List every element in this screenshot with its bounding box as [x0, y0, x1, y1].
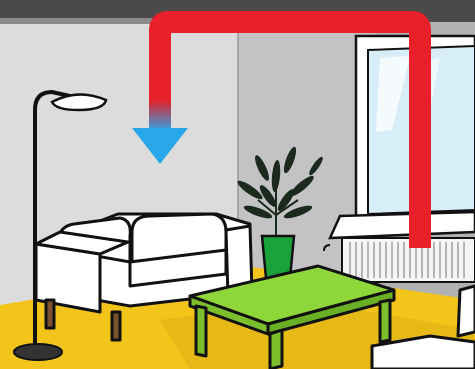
arrow-head	[132, 128, 188, 164]
plant-icon	[237, 146, 323, 280]
floor-lamp-icon	[13, 89, 108, 361]
warm-to-cool-airflow-arrow	[132, 11, 431, 248]
coffee-table-icon	[188, 264, 396, 369]
sofa-icon	[34, 212, 254, 342]
radiator-icon	[323, 237, 475, 283]
armchair-icon	[370, 284, 475, 369]
